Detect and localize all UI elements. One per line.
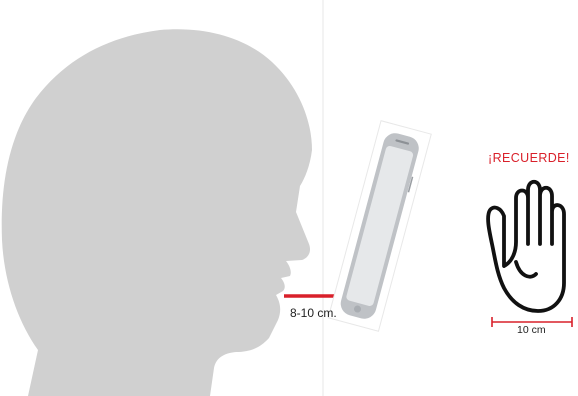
head-silhouette [2,29,312,396]
smartphone-icon [338,131,422,322]
width-label: 10 cm [517,324,546,336]
raised-hand-icon [488,182,564,311]
distance-label: 8-10 cm. [290,306,337,320]
reminder-heading: ¡RECUERDE! [488,151,570,165]
